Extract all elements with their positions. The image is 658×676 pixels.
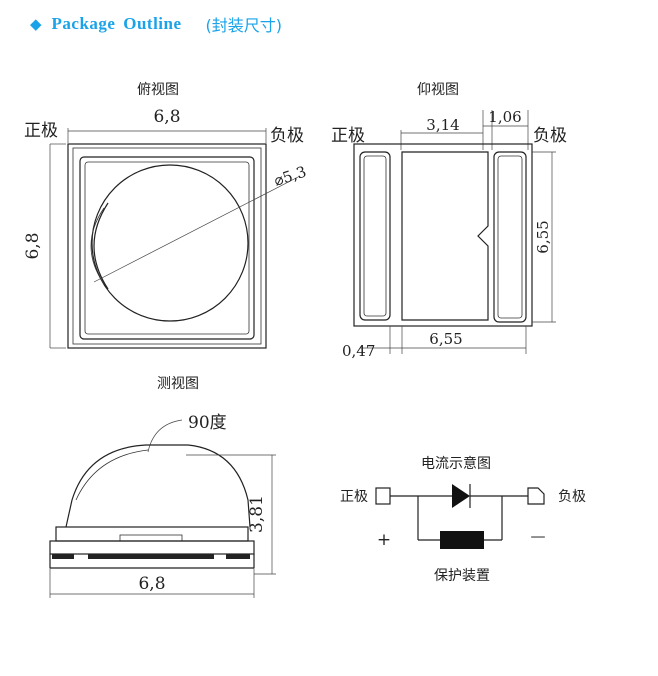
circuit-plus: + (377, 530, 391, 550)
top-positive-label: 正极 (24, 121, 58, 141)
pad-height-value: 6,55 (534, 220, 552, 253)
side-width-value: 6,8 (138, 574, 165, 594)
top-width-value: 6,8 (153, 107, 180, 127)
section-header: ◆ Package Outline (封装尺寸) (30, 10, 282, 38)
angle-leader (147, 419, 183, 453)
bottom-pad-right-inner (497, 155, 523, 319)
bottom-package-outline (353, 143, 533, 327)
bottom-negative-label: 负极 (533, 126, 567, 146)
bottom-pad-left-inner (363, 155, 387, 317)
top-view: 俯视图 6,8 正极 负极 6,8 ⌀5,3 (23, 82, 309, 349)
side-base-middle (49, 540, 255, 555)
protection-device-icon (440, 531, 484, 549)
top-package-outline (67, 143, 267, 349)
top-lens-circle (91, 164, 249, 322)
negative-terminal-icon (527, 487, 545, 505)
bottom-positive-label: 正极 (331, 126, 365, 146)
side-dome-highlight (75, 449, 149, 501)
circuit-positive-label: 正极 (340, 489, 368, 505)
section-title: Package Outline (51, 14, 182, 33)
side-base-top (55, 526, 249, 542)
top-frame (79, 156, 255, 340)
top-diameter-value: ⌀5,3 (272, 163, 309, 190)
bottom-pad-center (401, 151, 489, 321)
top-negative-label: 负极 (270, 126, 304, 146)
pad-small-value: 1,06 (488, 108, 521, 126)
side-base-notch (119, 534, 183, 542)
positive-terminal-icon (375, 487, 391, 505)
side-pad-left (52, 554, 74, 559)
angle-value: 90度 (188, 413, 227, 433)
circuit-title: 电流示意图 (421, 455, 491, 472)
top-lens-arc (93, 202, 109, 290)
bottom-pad-right (493, 151, 527, 323)
side-dome (65, 444, 251, 528)
bottom-pad-left (359, 151, 391, 321)
circuit-minus: — (531, 527, 546, 545)
side-height-value: 3,81 (247, 495, 267, 533)
side-pad-center (88, 554, 214, 559)
side-pad-right (226, 554, 250, 559)
bottom-view-label: 仰视图 (417, 82, 459, 98)
top-height-value: 6,8 (23, 232, 43, 259)
gap-value: 0,47 (342, 342, 375, 360)
section-subtitle: (封装尺寸) (205, 16, 283, 35)
top-frame-inner (84, 161, 250, 335)
protection-label: 保护装置 (434, 568, 490, 584)
side-view: 测视图 90度 3,81 6,8 (49, 376, 276, 598)
circuit-negative-label: 负极 (558, 489, 586, 505)
top-lens-arc-inner (90, 207, 105, 285)
top-diameter-line (93, 175, 301, 283)
diode-icon (452, 484, 470, 508)
bottom-view: 仰视图 正极 负极 3,14 1,06 6,55 6,55 0,47 (331, 82, 567, 360)
diamond-icon: ◆ (30, 15, 42, 33)
top-view-label: 俯视图 (137, 82, 179, 98)
top-package-inner-outline (72, 147, 262, 345)
circuit-diagram: 电流示意图 正极 负极 + — 保护装置 (340, 455, 586, 584)
side-view-label: 测视图 (157, 376, 199, 392)
pad-width-value: 3,14 (426, 116, 459, 134)
pad-total-value: 6,55 (429, 330, 462, 348)
